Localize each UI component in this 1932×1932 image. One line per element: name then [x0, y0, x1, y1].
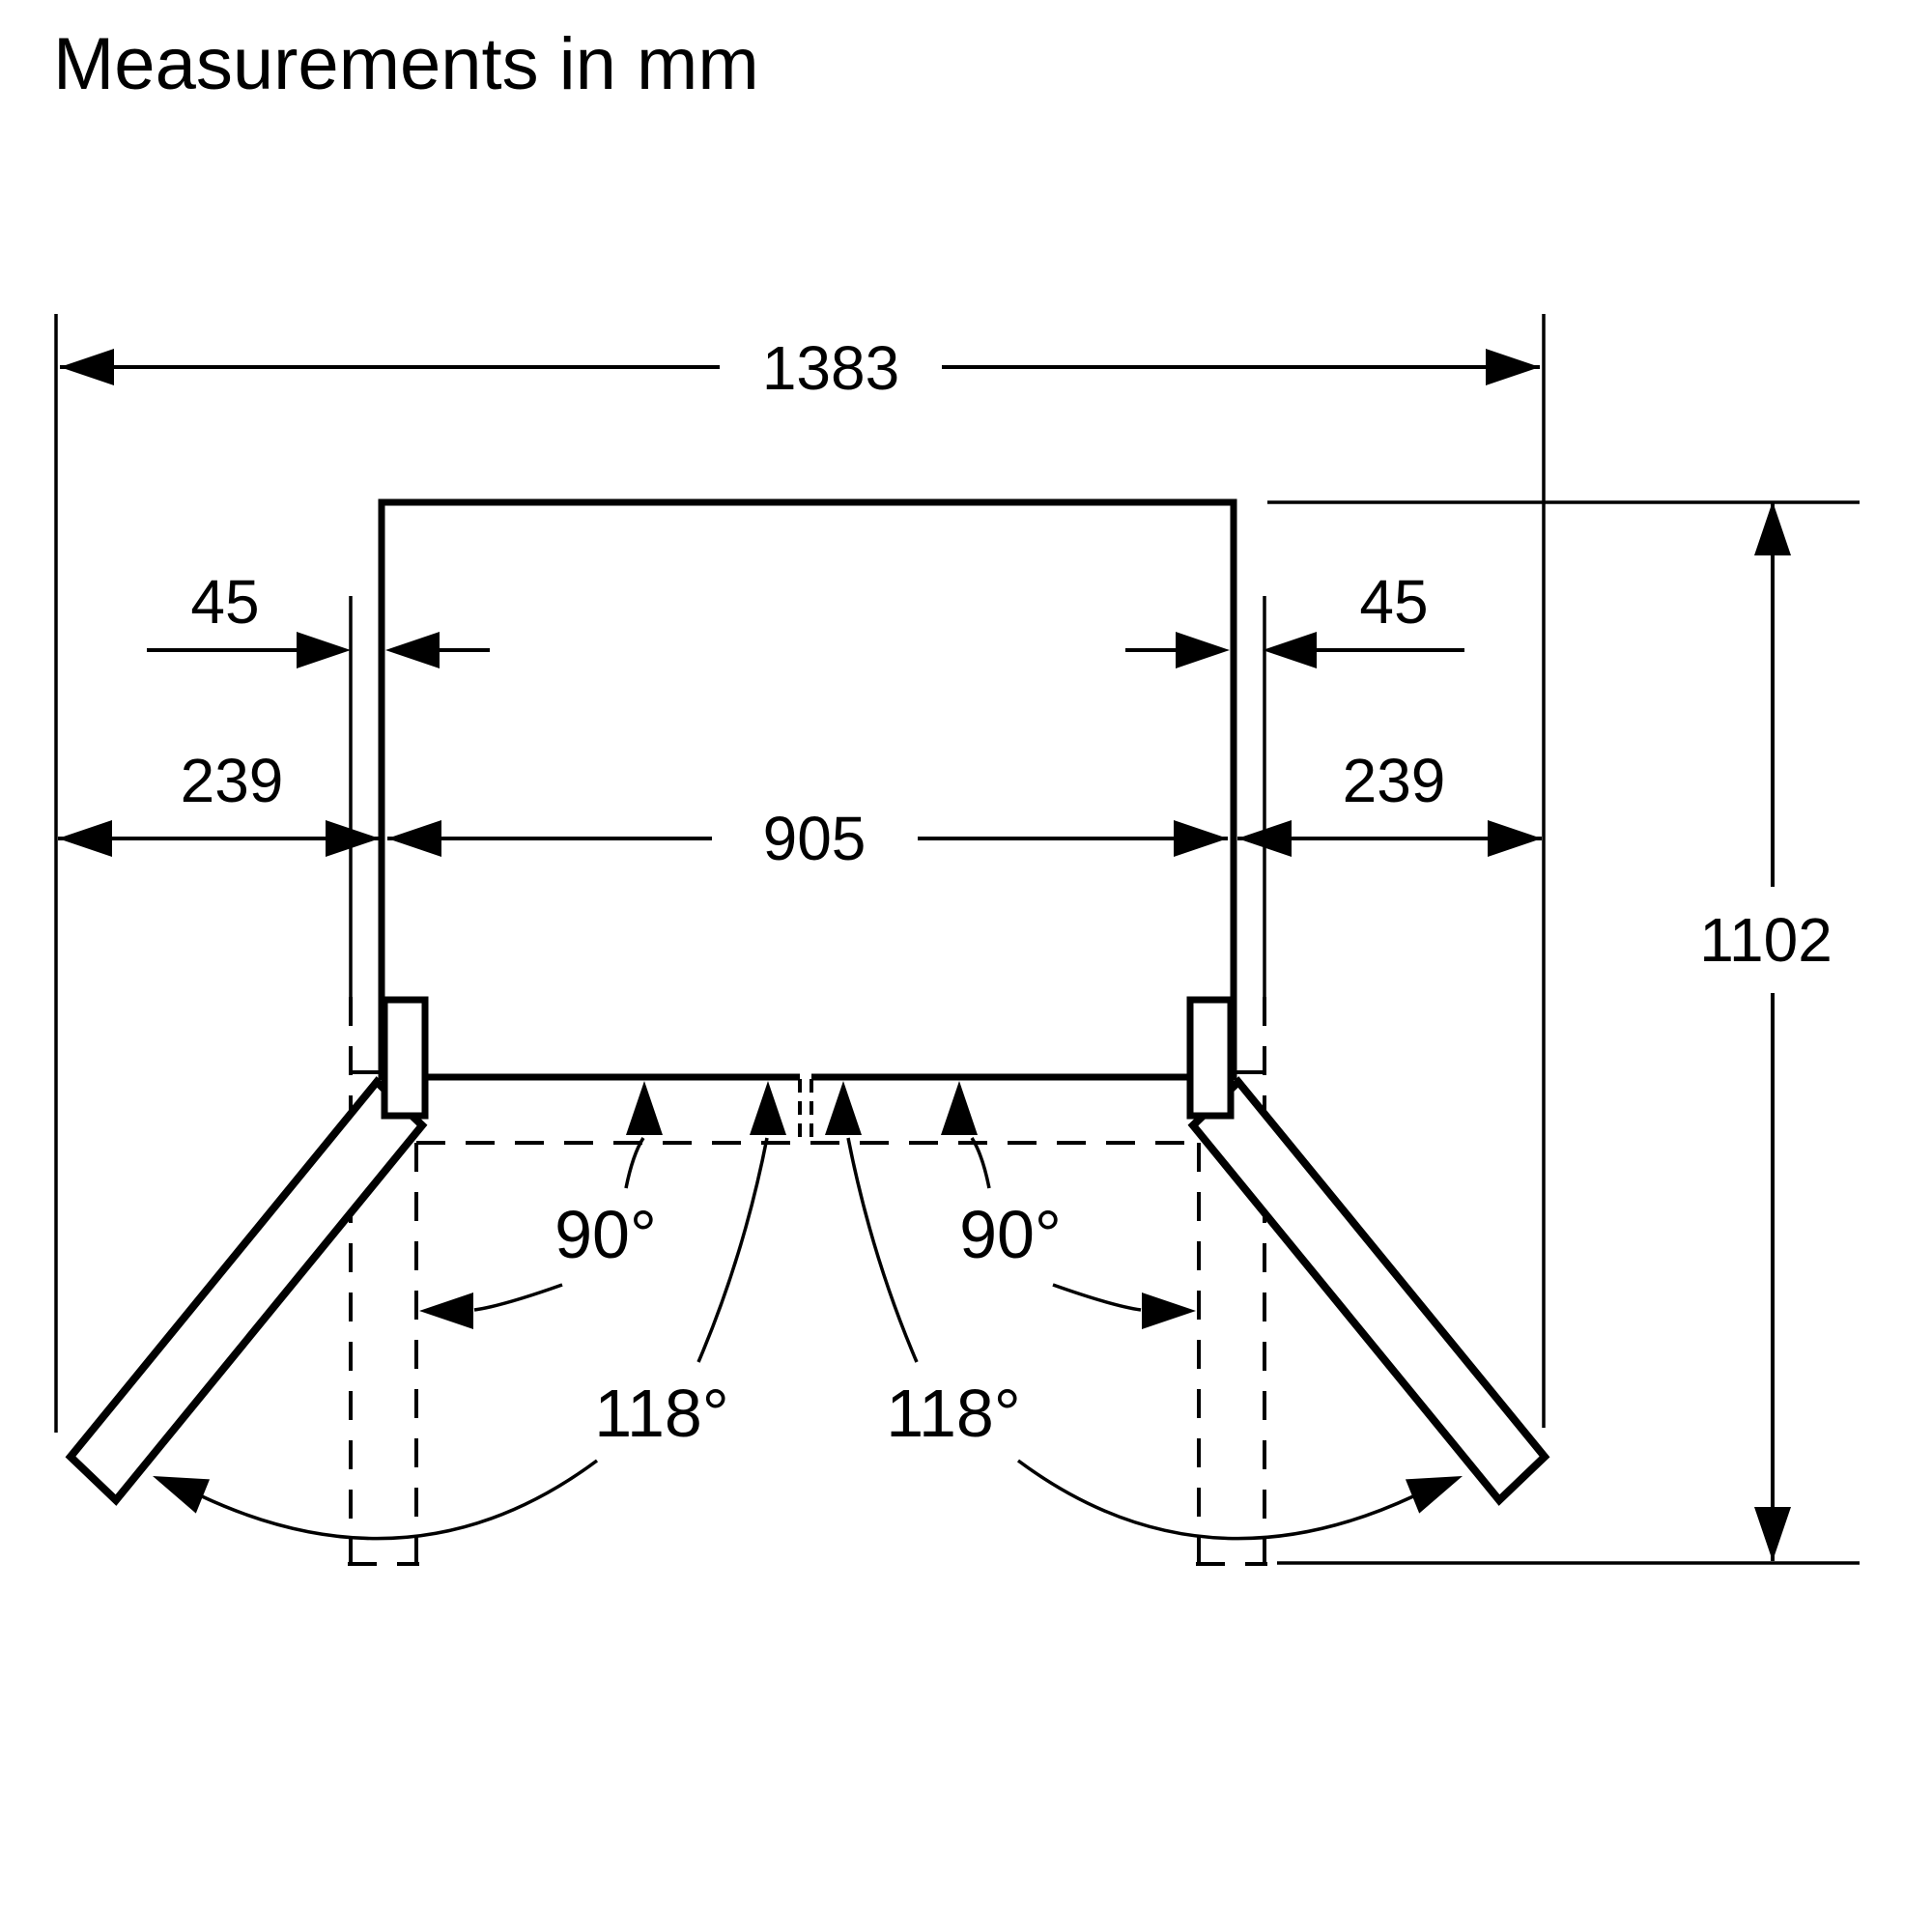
angle-label-90-left: 90°	[554, 1197, 657, 1272]
arrowhead-right-icon	[326, 820, 380, 857]
dim-label-1102: 1102	[1699, 905, 1833, 975]
dim-label-905: 905	[763, 804, 867, 873]
arrowhead-up-icon	[750, 1081, 786, 1135]
page-title: Measurements in mm	[53, 23, 759, 105]
angle-label-90-right: 90°	[959, 1197, 1062, 1272]
arrowhead-up-icon	[941, 1081, 978, 1135]
angle-label-118-left: 118°	[594, 1376, 729, 1451]
dim-label-1383: 1383	[762, 333, 899, 403]
dim-label-45-left: 45	[190, 567, 259, 637]
arrowhead-left-icon	[58, 820, 112, 857]
dim-label-239-left: 239	[181, 746, 284, 815]
left-door-open	[65, 1076, 428, 1506]
arrowhead-left-icon	[1263, 632, 1317, 668]
arrowhead-up-icon	[626, 1081, 663, 1135]
dimension-239-left: 239	[58, 746, 380, 857]
dimension-905: 905	[387, 804, 1228, 873]
arrowhead-up-icon	[1754, 501, 1791, 555]
cabinet-fill	[384, 505, 1231, 1074]
cabinet	[378, 498, 1237, 1120]
arrowhead-door-icon	[1405, 1459, 1470, 1514]
left-hinge	[381, 996, 429, 1120]
dimension-239-right: 239	[1237, 746, 1542, 857]
dim-label-45-right: 45	[1359, 567, 1428, 637]
arrowhead-left-icon	[419, 1293, 473, 1329]
arrowhead-door-icon	[145, 1459, 211, 1514]
right-door-open	[1187, 1076, 1550, 1506]
angle-118-left: 118°	[145, 1081, 786, 1541]
angle-90-right: 90°	[941, 1081, 1196, 1329]
door-90deg-dashed-outlines	[348, 997, 1267, 1566]
right-hinge	[1186, 996, 1235, 1120]
angle-118-right: 118°	[825, 1081, 1470, 1541]
dim-label-239-right: 239	[1343, 746, 1446, 815]
open-doors	[65, 1076, 1550, 1506]
arrowhead-left-icon	[60, 349, 114, 385]
dimension-overall-width: 1383	[60, 333, 1540, 403]
arrowhead-up-icon	[825, 1081, 862, 1135]
arrowhead-right-icon	[297, 632, 351, 668]
cabinet-outline	[378, 498, 1237, 1080]
dimension-45-left: 45	[147, 567, 490, 668]
arrowhead-right-icon	[1486, 349, 1540, 385]
dimension-45-right: 45	[1125, 567, 1464, 668]
dimension-1102: 1102	[1699, 501, 1833, 1561]
arrowhead-right-icon	[1488, 820, 1542, 857]
angle-90-left: 90°	[419, 1081, 663, 1329]
extension-lines	[54, 314, 1860, 1565]
arrowhead-right-icon	[1142, 1293, 1196, 1329]
arrowhead-down-icon	[1754, 1507, 1791, 1561]
angle-label-118-right: 118°	[886, 1376, 1021, 1451]
